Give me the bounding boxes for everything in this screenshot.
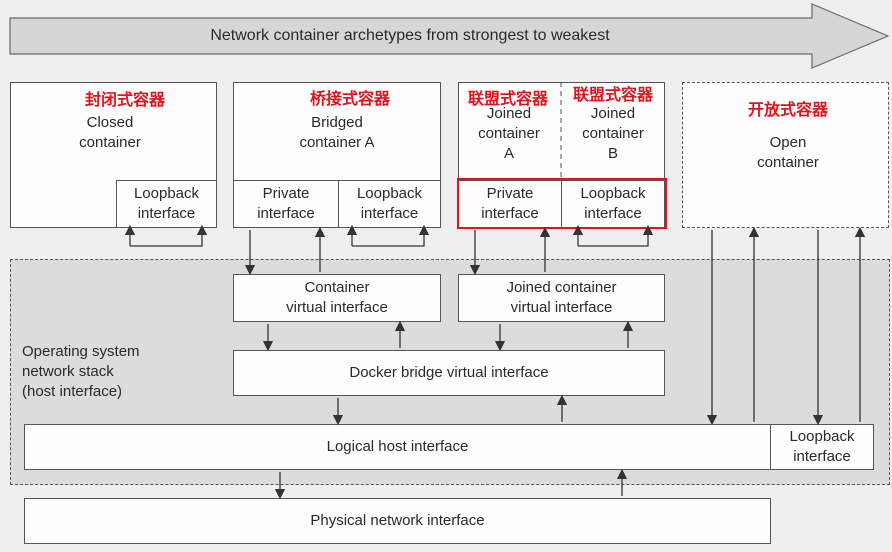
closed-loopback-interface — [116, 180, 217, 228]
closed-loopback-label: Loopback interface — [133, 185, 200, 222]
bridged-loopback-label: Loopback interface — [356, 185, 423, 222]
joined-private-label: Private interface — [481, 185, 539, 222]
closed-container-cn-label: 封闭式容器 — [84, 90, 165, 109]
host-stack-label: Operating system network stack (host int… — [22, 343, 140, 400]
container-virtual-interface-label: Container virtual interface — [286, 279, 388, 316]
open-container-name: Open container — [757, 134, 819, 171]
joined-b-name: Joined container B — [582, 105, 644, 162]
joined-a-name: Joined container A — [478, 105, 540, 162]
joined-loopback-interface — [561, 180, 665, 228]
open-container — [682, 82, 889, 228]
joined-private-interface — [458, 180, 562, 228]
host-loopback-label: Loopback interface — [789, 428, 855, 465]
physical-network-label: Physical network interface — [310, 512, 485, 529]
bridged-container-cn-label: 桥接式容器 — [309, 89, 390, 108]
joined-container-virtual-interface — [458, 274, 665, 322]
bridged-private-label: Private interface — [257, 185, 315, 222]
joined-loopback-label: Loopback interface — [580, 185, 646, 222]
bridged-container-name: Bridged container A — [299, 114, 375, 151]
banner-arrow — [9, 3, 890, 69]
joined-interfaces-highlight — [457, 178, 667, 229]
bridged-loopback-interface — [338, 180, 441, 228]
joined-a-cn-label: 联盟式容器 — [467, 89, 548, 108]
logical-host-label: Logical host interface — [326, 438, 469, 455]
docker-bridge-label: Docker bridge virtual interface — [349, 364, 549, 381]
banner-title: Network container archetypes from strong… — [210, 27, 610, 44]
logical-host-interface — [24, 424, 771, 470]
joined-b-cn-label: 联盟式容器 — [572, 85, 653, 104]
closed-container-name: Closed container — [79, 114, 141, 151]
physical-network-interface — [24, 498, 771, 544]
bridged-private-interface — [233, 180, 339, 228]
docker-bridge-virtual-interface — [233, 350, 665, 396]
container-virtual-interface — [233, 274, 441, 322]
open-container-cn-label: 开放式容器 — [747, 100, 828, 119]
joined-container-virtual-interface-label: Joined container virtual interface — [506, 279, 617, 316]
